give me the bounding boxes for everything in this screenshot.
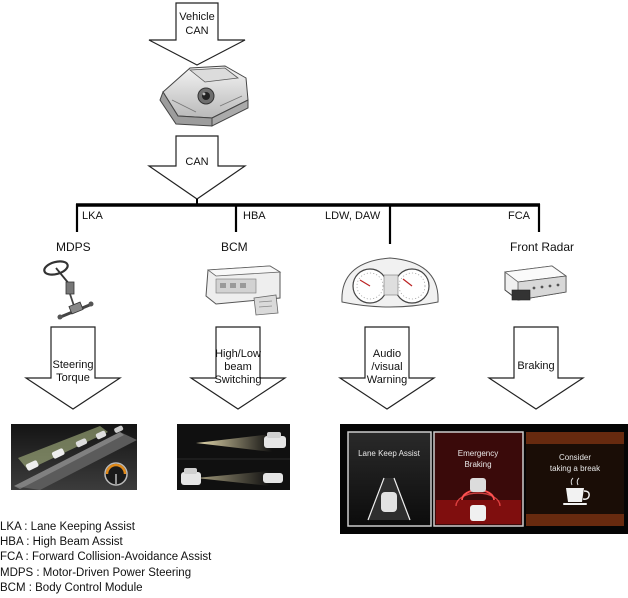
can-bus: LKA HBA LDW, DAW FCA	[75, 199, 541, 244]
action-steering-line2: Torque	[56, 372, 90, 384]
tap-label-lka: LKA	[82, 210, 103, 222]
screen-break-line2: taking a break	[550, 464, 601, 473]
front-radar-image	[503, 265, 568, 301]
action-steering-line1: Steering	[53, 359, 94, 371]
action-warning-line1: Audio	[373, 348, 401, 360]
vehicle-can-line1: Vehicle	[179, 11, 214, 23]
cluster-warning-screens: Lane Keep Assist Emergency Braking Consi…	[340, 424, 628, 534]
tap-label-ldw-daw: LDW, DAW	[325, 210, 381, 222]
action-arrow-beam-switching: High/Low beam Switching	[189, 326, 287, 410]
screen-break-line1: Consider	[559, 453, 591, 462]
vehicle-can-line2: CAN	[185, 25, 208, 37]
module-label-front-radar: Front Radar	[510, 240, 574, 254]
lka-road-image	[11, 424, 137, 490]
action-beam-line2: beam	[224, 361, 252, 373]
instrument-cluster-image	[341, 257, 439, 308]
action-warning-line2: /visual	[371, 361, 402, 373]
hba-headlight-image	[177, 424, 290, 490]
screen-emergency-braking: Emergency Braking	[433, 431, 524, 527]
tap-label-fca: FCA	[508, 210, 531, 222]
screen-aeb-line2: Braking	[464, 460, 491, 469]
screen-lka-title: Lane Keep Assist	[358, 449, 421, 458]
bcm-module-image	[205, 265, 282, 316]
legend-item-hba: HBA : High Beam Assist	[0, 536, 123, 549]
action-beam-line1: High/Low	[215, 348, 261, 360]
action-arrow-steering-torque: Steering Torque	[24, 326, 122, 410]
screen-aeb-line1: Emergency	[458, 449, 498, 458]
tap-label-hba: HBA	[243, 210, 266, 222]
module-label-mdps: MDPS	[56, 240, 91, 254]
action-beam-line3: Switching	[214, 374, 261, 386]
screen-lane-keep-assist: Lane Keep Assist	[347, 431, 432, 527]
legend-item-mdps: MDPS : Motor-Driven Power Steering	[0, 566, 192, 579]
module-label-bcm: BCM	[221, 240, 248, 254]
front-camera-unit-image	[159, 65, 249, 127]
coffee-cup-icon	[563, 477, 590, 505]
legend-item-fca: FCA : Forward Collision-Avoidance Assist	[0, 551, 212, 564]
action-braking-line1: Braking	[517, 360, 554, 372]
action-arrow-braking: Braking	[487, 326, 585, 410]
screen-take-a-break: Consider taking a break	[526, 432, 624, 526]
abbreviation-legend: LKA : Lane Keeping Assist HBA : High Bea…	[0, 520, 211, 596]
can-arrow: CAN	[147, 135, 247, 200]
legend-item-bcm: BCM : Body Control Module	[0, 581, 143, 594]
action-warning-line3: Warning	[367, 374, 408, 386]
vehicle-can-arrow: Vehicle CAN	[148, 2, 246, 66]
action-arrow-warning: Audio /visual Warning	[338, 326, 436, 410]
can-arrow-label: CAN	[185, 156, 208, 168]
legend-item-lka: LKA : Lane Keeping Assist	[0, 521, 135, 533]
mdps-steering-image	[43, 260, 94, 320]
